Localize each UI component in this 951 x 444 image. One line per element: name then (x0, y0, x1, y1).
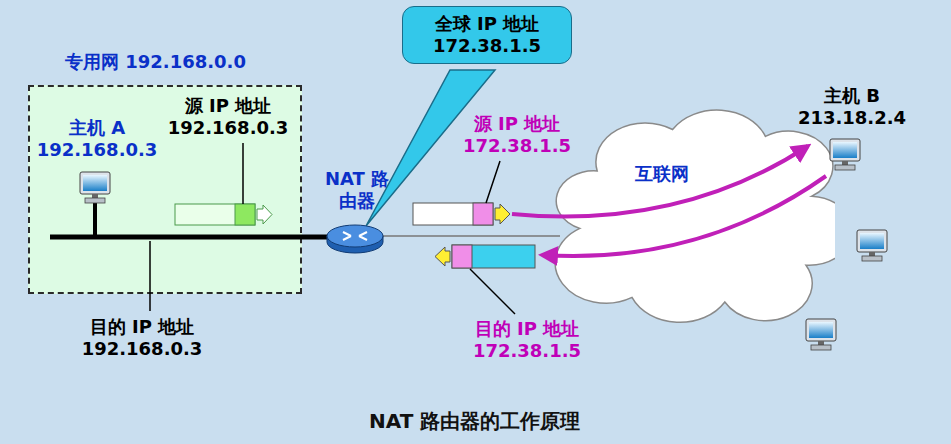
packet-out (413, 203, 510, 225)
text-label: 目的 IP 地址 192.168.0.3 (67, 316, 217, 360)
router-icon (327, 225, 383, 253)
cloud-node: 互联网 (545, 95, 835, 325)
node-text: 专用网 192.168.0.0 (65, 51, 246, 73)
node-text: 全球 IP 地址 172.38.1.5 (417, 13, 557, 57)
packet-in (435, 245, 535, 268)
node-text: 互联网 (635, 163, 689, 185)
host-icon (806, 319, 836, 350)
callout-node: 全球 IP 地址 172.38.1.5 (402, 6, 572, 64)
text-label: NAT 路由器 (317, 168, 397, 212)
traffic-arrow (512, 146, 808, 217)
caption: NAT 路由器的工作原理 (369, 410, 580, 432)
leader-lines (150, 143, 515, 314)
packet-private (175, 204, 272, 225)
lan-bus (50, 235, 330, 240)
host-a-icon (80, 172, 110, 203)
link-wire (383, 235, 560, 237)
traffic-arrow (542, 176, 826, 256)
cloud-shape (545, 95, 835, 325)
host-icon (857, 230, 887, 261)
text-label: 目的 IP 地址 172.38.1.5 (452, 318, 602, 362)
text-label: 主机 B 213.18.2.4 (782, 85, 922, 129)
host-b-icon (830, 139, 860, 170)
host-drop (93, 203, 97, 237)
text-label: 源 IP 地址 192.168.0.3 (158, 95, 298, 139)
text-label: 主机 A 192.168.0.3 (27, 117, 167, 161)
text-label: 源 IP 地址 172.38.1.5 (447, 113, 587, 157)
region-node: 专用网 192.168.0.0 (28, 85, 302, 294)
